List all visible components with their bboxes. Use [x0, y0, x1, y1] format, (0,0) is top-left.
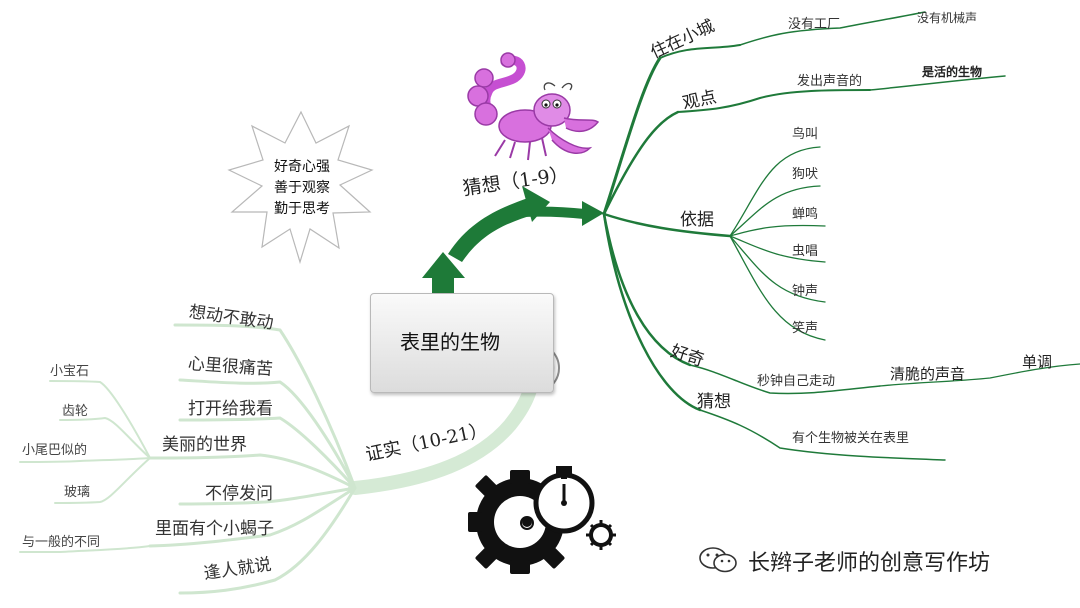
basis-item-3[interactable]: 蝉鸣 [792, 207, 819, 222]
right-arrow [523, 201, 604, 226]
scorpion-child[interactable]: 与一般的不同 [22, 535, 101, 550]
world-child-4[interactable]: 玻璃 [64, 485, 91, 500]
watermark-text: 长辫子老师的创意写作坊 [748, 551, 991, 576]
branch-live-child[interactable]: 没有工厂 [788, 17, 841, 32]
world-child-3[interactable]: 小尾巴似的 [22, 443, 88, 458]
starburst-shape [227, 110, 374, 265]
basis-item-2[interactable]: 狗吠 [792, 167, 819, 182]
verify-item-5[interactable]: 不停发问 [205, 484, 273, 504]
branch-guess-child[interactable]: 有个生物被关在表里 [792, 431, 910, 446]
center-topic-box[interactable] [370, 293, 554, 393]
verify-item-4[interactable]: 美丽的世界 [162, 435, 247, 455]
star-line-3: 勤于思考 [274, 201, 330, 217]
right-branches [602, 11, 1080, 461]
branch-view-child[interactable]: 发出声音的 [797, 74, 863, 89]
scorpion-illustration [467, 52, 600, 161]
starburst-text: 好奇心强 善于观察 勤于思考 [262, 157, 342, 220]
branch-basis-label[interactable]: 依据 [680, 210, 714, 230]
world-child-2[interactable]: 齿轮 [62, 404, 89, 419]
center-topic-title: 表里的生物 [400, 330, 500, 354]
branch-view-leaf[interactable]: 是活的生物 [922, 65, 983, 79]
up-arrow [422, 186, 550, 295]
basis-item-6[interactable]: 笑声 [792, 321, 819, 336]
branch-curious-leaf[interactable]: 单调 [1022, 353, 1053, 371]
world-child-1[interactable]: 小宝石 [50, 364, 90, 379]
branch-live-leaf[interactable]: 没有机械声 [917, 11, 978, 25]
basis-item-1[interactable]: 鸟叫 [792, 127, 819, 142]
star-line-2: 善于观察 [274, 180, 330, 196]
basis-item-5[interactable]: 钟声 [792, 284, 819, 299]
gears-stopwatch-icon [468, 466, 616, 574]
verify-item-3[interactable]: 打开给我看 [188, 399, 273, 419]
left-branches [19, 323, 540, 595]
branch-curious-grand[interactable]: 清脆的声音 [890, 365, 966, 383]
verify-item-6[interactable]: 里面有个小蝎子 [155, 519, 274, 539]
branch-curious-child[interactable]: 秒钟自己走动 [757, 374, 836, 389]
star-line-1: 好奇心强 [274, 159, 330, 175]
branch-guess-label[interactable]: 猜想 [697, 392, 731, 412]
wechat-icon [699, 547, 737, 573]
basis-item-4[interactable]: 虫唱 [792, 244, 819, 259]
